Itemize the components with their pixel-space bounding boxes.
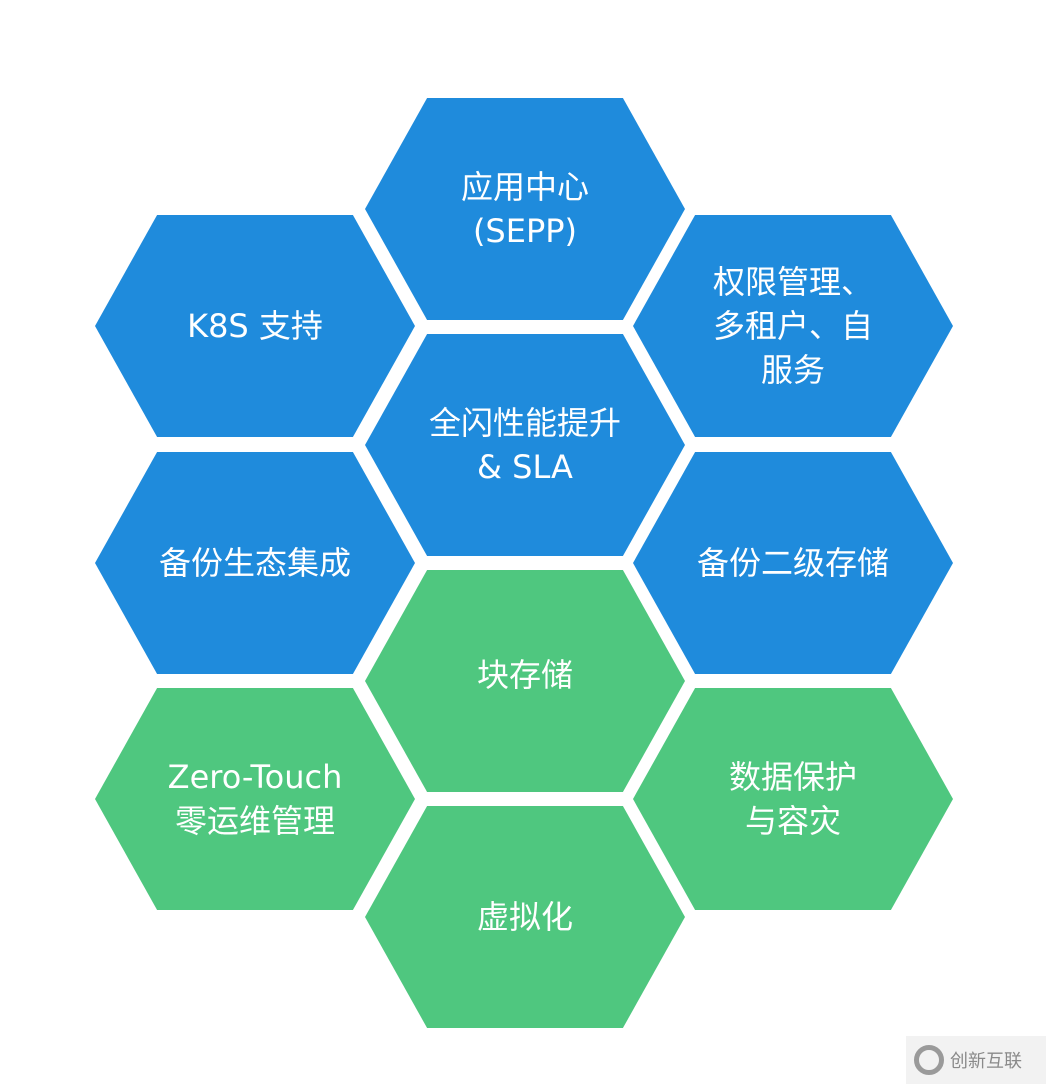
- hex-label: 数据保护 与容灾: [728, 758, 857, 840]
- hex-backup-ecosystem: 备份生态集成: [95, 452, 415, 674]
- watermark-logo-icon: [914, 1045, 944, 1075]
- hex-label: 应用中心 (SEPP): [460, 168, 589, 250]
- hex-label: 权限管理、多租户、自服务: [712, 263, 873, 389]
- hex-zero-touch: Zero-Touch 零运维管理: [95, 688, 415, 910]
- hex-label: K8S 支持: [187, 307, 323, 345]
- hex-label: 虚拟化: [476, 898, 573, 936]
- hex-label: 块存储: [476, 656, 573, 694]
- hex-k8s-support: K8S 支持: [95, 215, 415, 437]
- watermark-text: 创新互联: [950, 1051, 1022, 1072]
- hex-all-flash-sla: 全闪性能提升 & SLA: [365, 334, 685, 556]
- hex-label: 全闪性能提升 & SLA: [428, 404, 621, 486]
- hex-backup-secondary-storage: 备份二级存储: [633, 452, 953, 674]
- watermark: 创新互联: [906, 1036, 1046, 1084]
- hex-app-center: 应用中心 (SEPP): [365, 98, 685, 320]
- hex-label: Zero-Touch 零运维管理: [167, 758, 343, 840]
- hex-permissions: 权限管理、多租户、自服务: [633, 215, 953, 437]
- hex-virtualization: 虚拟化: [365, 806, 685, 1028]
- hex-block-storage: 块存储: [365, 570, 685, 792]
- hex-label: 备份二级存储: [696, 544, 889, 582]
- hex-data-protection: 数据保护 与容灾: [633, 688, 953, 910]
- hex-label: 备份生态集成: [158, 544, 351, 582]
